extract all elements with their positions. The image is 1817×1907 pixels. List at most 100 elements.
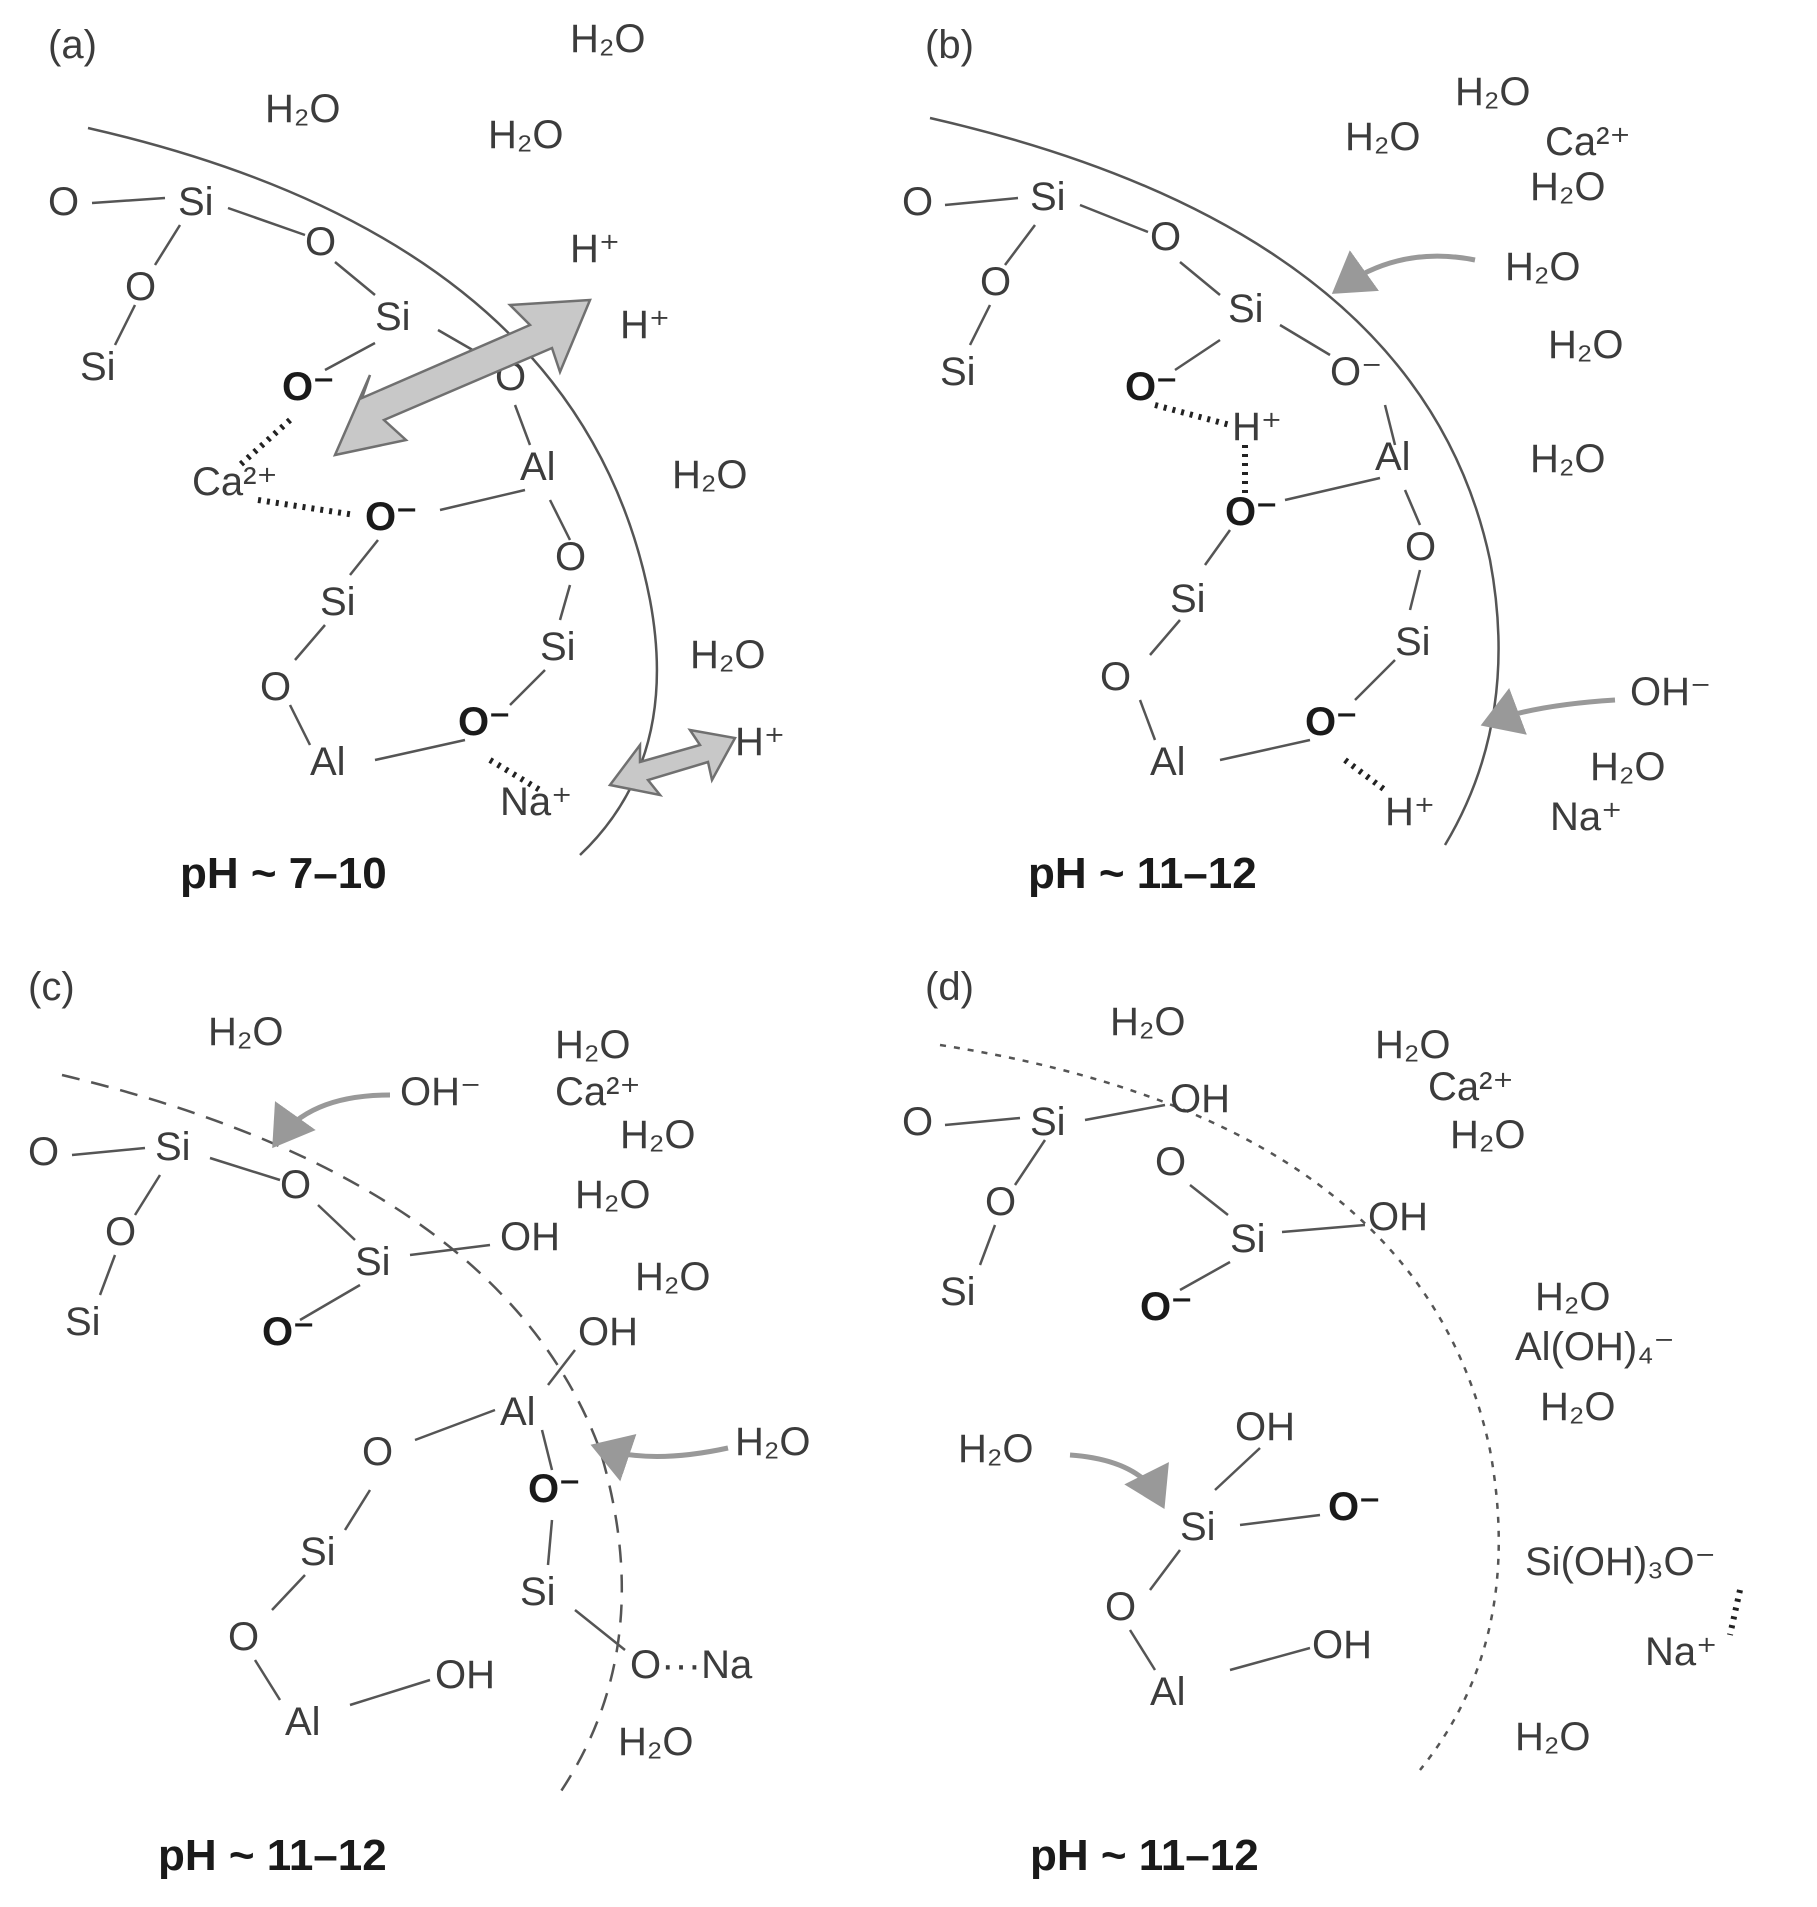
atom-silicon: Si [65,1300,101,1344]
hydroxide: OH⁻ [1630,670,1711,714]
aluminate-ion: Al(OH)₄⁻ [1515,1325,1675,1369]
atom-oxygen: O [280,1163,311,1207]
hydroxyl: OH [578,1310,638,1354]
atom-silicon: Si [1395,620,1431,664]
surface-line-b [929,116,1500,846]
panel-d: (d) pH ~ 11–12 O Si OH O O Si OH Si O⁻ O… [902,965,1743,1880]
atom-silicon: Si [155,1125,191,1169]
calcium-ion: Ca²⁺ [1545,120,1631,164]
water: H₂O [672,453,748,497]
atom-oxygen: O [228,1615,259,1659]
atom-silicon: Si [1030,175,1066,219]
panel-b: (b) pH ~ 11–12 O Si O O S [902,23,1711,898]
oxide-anion: O⁻ [528,1467,580,1511]
oxide-anion: O⁻ [1125,365,1177,409]
atom-oxygen: O [1100,655,1131,699]
proton: H⁺ [1232,405,1282,449]
panel-a: (a) pH ~ 7–10 O Si O [48,17,785,898]
water: H₂O [1530,437,1606,481]
atom-oxygen: O [105,1210,136,1254]
atom-oxygen: O [1405,525,1436,569]
water: H₂O [265,87,341,131]
panel-b-label: (b) [925,23,974,67]
atom-aluminium: Al [310,740,346,784]
atom-silicon: Si [355,1240,391,1284]
atom-silicon: Si [1030,1100,1066,1144]
atom-aluminium: Al [520,445,556,489]
bonds-d [944,1103,1743,1672]
water: H₂O [1345,115,1421,159]
hydroxyl: OH [1170,1077,1230,1121]
surface-line-d [939,1043,1500,1771]
water: H₂O [1540,1385,1616,1429]
oxide-anion: O⁻ [1140,1285,1192,1329]
proton: H⁺ [570,227,620,271]
oxide-anion: O⁻ [282,365,334,409]
panel-c: (c) pH ~ 11–12 O Si O O Si OH Si O [28,965,811,1880]
atom-oxygen: O [985,1180,1016,1224]
water: H₂O [1505,245,1581,289]
atom-oxygen: O [48,180,79,224]
atom-aluminium: Al [1150,1670,1186,1714]
atom-silicon: Si [940,1270,976,1314]
water: H₂O [958,1427,1034,1471]
atom-aluminium: Al [500,1390,536,1434]
calcium-ion: Ca²⁺ [192,460,278,504]
bonds-b [944,196,1422,793]
water: H₂O [635,1255,711,1299]
bonds-c [71,1146,626,1707]
sodium-ion: Na⁺ [1550,795,1622,839]
panel-c-ph: pH ~ 11–12 [158,1831,387,1880]
attack-arrow [590,1433,729,1482]
atom-silicon: Si [80,345,116,389]
atom-silicon: Si [1170,577,1206,621]
water: H₂O [1548,323,1624,367]
atom-oxygen: O [902,1100,933,1144]
atom-aluminium: Al [1375,435,1411,479]
panel-d-label: (d) [925,965,974,1009]
water: H₂O [1450,1113,1526,1157]
water: H₂O [690,633,766,677]
water: H₂O [618,1720,694,1764]
exchange-double-arrow [607,728,737,797]
oxide-anion: O⁻ [458,700,510,744]
atom-oxygen: O [902,180,933,224]
atom-silicon: Si [940,350,976,394]
water: H₂O [735,1420,811,1464]
oxide-anion: O⁻ [1225,490,1277,534]
proton: H⁺ [1385,790,1435,834]
atom-oxygen: O [1155,1140,1186,1184]
water: H₂O [208,1010,284,1054]
atom-oxygen: O [125,265,156,309]
atom-oxygen: O [980,260,1011,304]
atom-silicon: Si [300,1530,336,1574]
water: H₂O [1455,70,1531,114]
hydroxyl: OH [435,1653,495,1697]
atom-oxygen: O [1105,1585,1136,1629]
hydroxide: OH⁻ [400,1070,481,1114]
sodium-ion: Na⁺ [500,780,572,824]
exchange-double-arrow [332,298,592,457]
silicate-ion: Si(OH)₃O⁻ [1525,1540,1716,1584]
atom-oxygen: O [362,1430,393,1474]
atom-aluminium: Al [285,1700,321,1744]
attack-arrow [272,1092,391,1149]
atom-silicon: Si [178,180,214,224]
panel-b-ph: pH ~ 11–12 [1028,849,1257,898]
sodium-ion: Na⁺ [1645,1630,1717,1674]
attack-arrow [1069,1452,1169,1509]
atom-silicon: Si [520,1570,556,1614]
oxygen-sodium-pair: O···Na [630,1643,753,1687]
hydroxyl: OH [1368,1195,1428,1239]
atom-oxygen: O [305,220,336,264]
water: H₂O [620,1113,696,1157]
oxide-anion: O⁻ [1305,700,1357,744]
proton: H⁺ [735,720,785,764]
atom-silicon: Si [1228,287,1264,331]
panel-a-ph: pH ~ 7–10 [180,849,387,898]
calcium-ion: Ca²⁺ [1428,1065,1514,1109]
atom-oxygen: O [260,665,291,709]
hydroxyl: OH [500,1215,560,1259]
proton: H⁺ [620,303,670,347]
